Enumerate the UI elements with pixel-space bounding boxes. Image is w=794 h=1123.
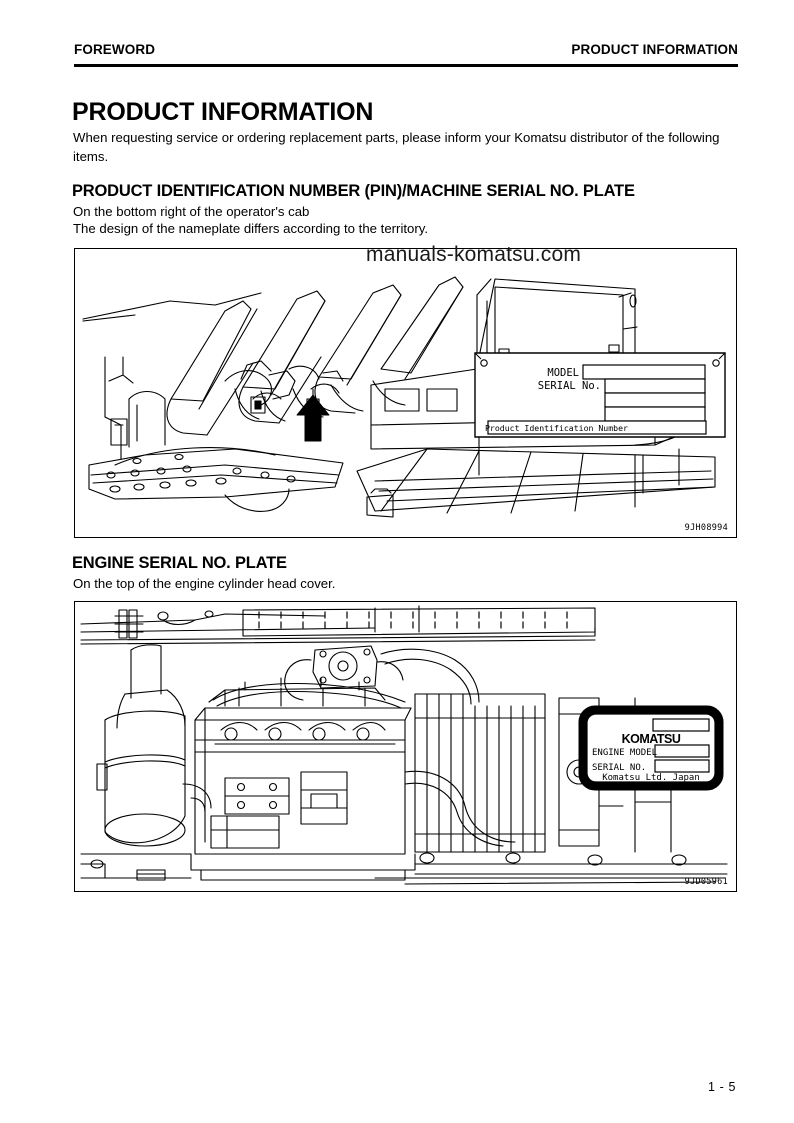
plate-pin-label: Product Identification Number bbox=[485, 423, 628, 433]
figure-engine-plate-location: KOMATSU ENGINE MODEL SERIAL NO. Komatsu … bbox=[74, 601, 737, 892]
page-title: PRODUCT INFORMATION bbox=[72, 98, 374, 126]
machine-nameplate-drawing: MODEL SERIAL No. Product Identification … bbox=[474, 352, 726, 438]
engine-plate-footer: Komatsu Ltd. Japan bbox=[602, 773, 700, 783]
engine-compartment-illustration: KOMATSU ENGINE MODEL SERIAL NO. Komatsu … bbox=[80, 605, 728, 885]
header-divider bbox=[74, 64, 738, 67]
page-header: FOREWORD PRODUCT INFORMATION bbox=[74, 42, 738, 57]
section-pin-line-2: The design of the nameplate differs acco… bbox=[73, 221, 429, 236]
figure-pin-plate-location: MODEL SERIAL No. Product Identification … bbox=[74, 248, 737, 538]
section-engine-line-1: On the top of the engine cylinder head c… bbox=[73, 576, 336, 591]
cab-nameplate-illustration: MODEL SERIAL No. Product Identification … bbox=[82, 276, 726, 518]
figure-code-engine: 9JD05961 bbox=[684, 877, 728, 887]
plate-model-label: MODEL bbox=[547, 367, 579, 379]
engine-plate-serial-label: SERIAL NO. bbox=[592, 763, 646, 773]
section-heading-engine: ENGINE SERIAL NO. PLATE bbox=[72, 554, 287, 572]
engine-plate-model-label: ENGINE MODEL bbox=[592, 748, 657, 758]
section-pin-line-1: On the bottom right of the operator's ca… bbox=[73, 204, 310, 219]
header-section-left: FOREWORD bbox=[74, 42, 156, 57]
engine-nameplate-drawing: KOMATSU ENGINE MODEL SERIAL NO. Komatsu … bbox=[578, 705, 724, 791]
intro-paragraph: When requesting service or ordering repl… bbox=[73, 130, 720, 164]
figure-code-pin: 9JH08994 bbox=[684, 523, 728, 533]
page-number: 1 - 5 bbox=[707, 1080, 736, 1094]
engine-plate-brand: KOMATSU bbox=[622, 732, 681, 746]
section-heading-pin: PRODUCT IDENTIFICATION NUMBER (PIN)/MACH… bbox=[72, 182, 635, 200]
header-section-right: PRODUCT INFORMATION bbox=[571, 42, 738, 57]
plate-serial-label: SERIAL No. bbox=[538, 380, 601, 392]
site-watermark: manuals-komatsu.com bbox=[366, 243, 582, 266]
